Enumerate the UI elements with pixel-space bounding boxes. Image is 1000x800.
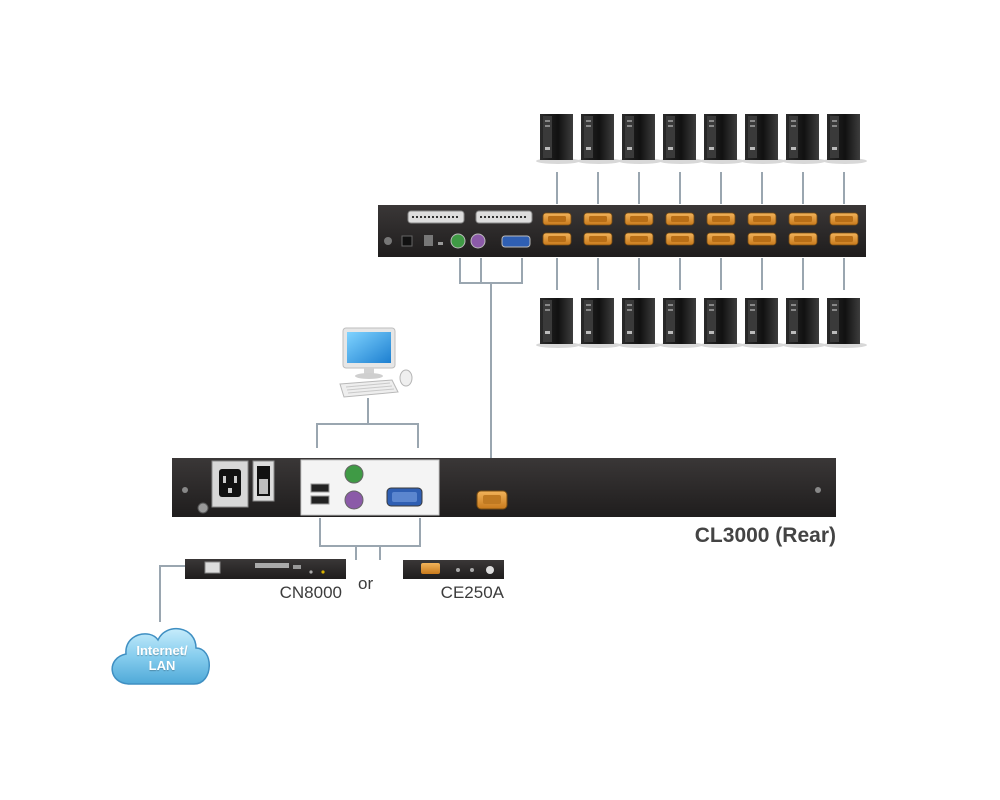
- chain-port-icon: [476, 490, 508, 510]
- kvm-port-icon: [829, 232, 859, 246]
- kvm-port-icon: [624, 232, 654, 246]
- computer-tower-icon: [659, 298, 703, 348]
- cl3000-rear-panel: [172, 458, 836, 517]
- ground-screw-icon: [384, 237, 392, 245]
- computer-tower-icon: [782, 298, 826, 348]
- ps2-mouse-port-icon: [470, 233, 486, 249]
- console-port-module: [300, 459, 440, 516]
- kvm-port-icon: [788, 212, 818, 226]
- ground-terminal-icon: [197, 502, 209, 514]
- top-computer-row: [536, 114, 867, 164]
- screw-icon: [182, 487, 188, 493]
- kvm-port-icon: [624, 212, 654, 226]
- computer-tower-icon: [700, 298, 744, 348]
- kvm-port-icon: [542, 212, 572, 226]
- kvm-port-icon: [583, 232, 613, 246]
- remote-cable: [159, 518, 421, 622]
- cn8000-unit: [185, 559, 346, 579]
- cn8000-label: CN8000: [279, 583, 342, 602]
- computer-tower-icon: [536, 298, 580, 348]
- serial-port-icon: [421, 563, 440, 574]
- local-console-workstation-icon: [339, 327, 413, 398]
- computer-tower-icon: [700, 114, 744, 164]
- ps2-mouse-port-icon: [344, 490, 364, 510]
- computer-tower-icon: [741, 298, 785, 348]
- product-label: CL3000 (Rear): [694, 524, 836, 547]
- ce250a-label: CE250A: [440, 583, 504, 602]
- kvm-port-icon: [583, 212, 613, 226]
- status-led-icon: [438, 242, 443, 245]
- ps2-keyboard-port-icon: [344, 464, 364, 484]
- ce250a-unit: [403, 560, 504, 579]
- computer-tower-icon: [823, 114, 867, 164]
- ps2-keyboard-port-icon: [450, 233, 466, 249]
- vga-port-icon: [386, 487, 423, 507]
- kvm-port-icon: [665, 212, 695, 226]
- computer-tower-icon: [618, 114, 662, 164]
- bottom-computer-row: [536, 298, 867, 348]
- computer-tower-icon: [741, 114, 785, 164]
- internet-cloud-icon: [111, 627, 210, 685]
- kvm-port-bank: [542, 212, 859, 246]
- kvm-port-icon: [747, 232, 777, 246]
- usb-port-icon: [310, 483, 330, 505]
- kvm-port-icon: [542, 232, 572, 246]
- db25-connector-icon: [407, 210, 465, 224]
- kvm-port-icon: [747, 212, 777, 226]
- kvm-port-icon: [829, 212, 859, 226]
- computer-cable-lines: [556, 172, 845, 290]
- power-switch-icon: [252, 460, 275, 502]
- power-jack-icon: [401, 235, 413, 247]
- console-cable: [459, 258, 523, 492]
- or-label: or: [358, 574, 374, 593]
- computer-tower-icon: [536, 114, 580, 164]
- db25-connector-icon: [475, 210, 533, 224]
- kvm-port-icon: [706, 232, 736, 246]
- workstation-cable: [316, 398, 419, 448]
- computer-tower-icon: [782, 114, 826, 164]
- ethernet-port-icon: [204, 561, 221, 574]
- kvm-switch-rear-panel: [378, 205, 866, 257]
- cloud-label-line1: Internet/: [136, 643, 188, 658]
- screw-icon: [815, 487, 821, 493]
- computer-tower-icon: [659, 114, 703, 164]
- computer-tower-icon: [577, 298, 621, 348]
- cloud-label-line2: LAN: [148, 658, 176, 673]
- computer-tower-icon: [577, 114, 621, 164]
- computer-tower-icon: [618, 298, 662, 348]
- kvm-port-icon: [665, 232, 695, 246]
- vga-port-icon: [501, 235, 531, 248]
- power-socket-icon: [211, 460, 249, 508]
- firmware-port-icon: [424, 235, 433, 246]
- computer-tower-icon: [823, 298, 867, 348]
- cloud-label: Internet/ LAN: [116, 643, 208, 673]
- kvm-port-icon: [788, 232, 818, 246]
- kvm-port-icon: [706, 212, 736, 226]
